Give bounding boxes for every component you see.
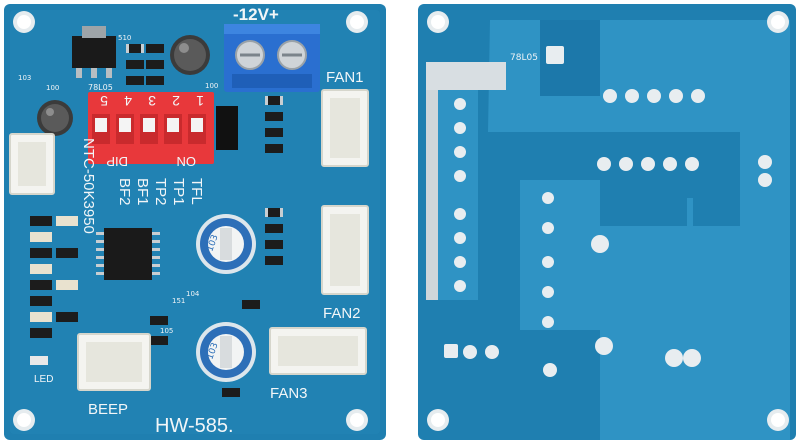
- resistor-code-100: 100: [46, 84, 59, 92]
- resistor-code-103: 103: [18, 74, 31, 82]
- smd-resistors: [126, 44, 283, 397]
- ntc-connector: [9, 133, 55, 195]
- potentiometer-2: [196, 322, 256, 382]
- status-led: [30, 356, 48, 365]
- mosfet: [216, 106, 238, 150]
- voltage-regulator: [72, 26, 116, 78]
- led-label: LED: [34, 374, 53, 385]
- mode-label-tp2: TP2: [152, 178, 169, 206]
- dip-on-label: ON: [177, 154, 197, 169]
- capacitor-top: [170, 35, 210, 75]
- fan3-label: FAN3: [270, 385, 308, 402]
- mode-label-bf1: BF1: [134, 178, 151, 206]
- capacitor-label: 100: [205, 82, 218, 90]
- ic-chip: [96, 228, 160, 280]
- fan1-connector: [321, 89, 369, 167]
- dip-switch: [88, 92, 214, 164]
- dip-number-5: 5: [100, 93, 108, 109]
- mode-label-tfl: TFL: [188, 178, 205, 205]
- back-silk-strip: [426, 62, 506, 90]
- mode-label-tp1: TP1: [170, 178, 187, 206]
- dip-number-2: 2: [172, 93, 180, 109]
- solder-pads: [444, 46, 772, 377]
- dip-numbers: 1 2 3 4 5: [100, 93, 204, 109]
- mode-label-bf2: BF2: [116, 178, 133, 206]
- back-board: 78L05: [418, 4, 796, 440]
- beep-connector: [77, 333, 151, 391]
- dip-number-1: 1: [196, 93, 204, 109]
- capacitor-left: [37, 100, 73, 136]
- resistor-code-105: 105: [160, 327, 173, 335]
- fan3-connector: [269, 327, 367, 375]
- beep-label: BEEP: [88, 401, 128, 418]
- resistor-code-151: 151: [172, 297, 185, 305]
- dip-ends: ON DIP: [106, 154, 196, 169]
- power-label: -12V+: [233, 5, 279, 24]
- left-smd-column: [30, 216, 78, 338]
- dip-number-3: 3: [148, 93, 156, 109]
- resistor-code-510: 510: [118, 34, 131, 42]
- dip-number-4: 4: [124, 93, 132, 109]
- ntc-label: NTC-50K3950: [80, 138, 97, 234]
- mode-labels: TFL TP1 TP2 BF1 BF2: [116, 178, 205, 206]
- fan1-label: FAN1: [326, 69, 364, 86]
- potentiometer-1: [196, 214, 256, 274]
- fan2-label: FAN2: [323, 305, 361, 322]
- smd-pads: [126, 44, 283, 217]
- board-name: HW-585.: [155, 415, 234, 437]
- dip-label: DIP: [106, 154, 128, 169]
- screw-terminal: [224, 24, 320, 92]
- fan2-connector: [321, 205, 369, 295]
- regulator-label: 78L05: [88, 83, 113, 92]
- copper-pours: [436, 20, 790, 440]
- resistor-code-104: 104: [186, 290, 200, 298]
- front-board: -12V+ 78L05 100: [4, 4, 386, 440]
- back-silk-label: 78L05: [510, 53, 538, 63]
- traces: [596, 198, 760, 360]
